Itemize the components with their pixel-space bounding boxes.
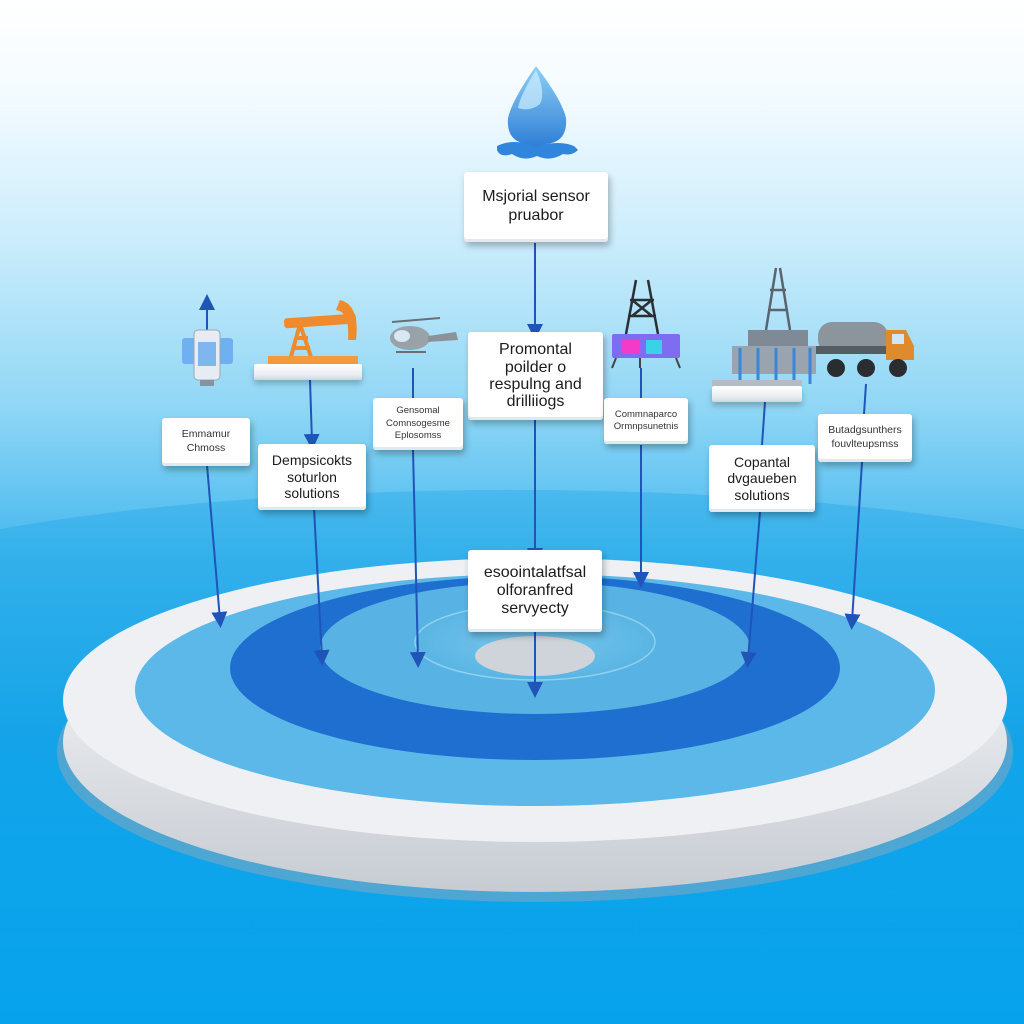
center-box: esoointalatfsal olforanfred servyecty	[468, 550, 602, 632]
left-inner-box: Dempsicokts soturlon solutions	[258, 444, 366, 510]
center-box-line-3: servyecty	[501, 599, 569, 617]
arrow-left-mid	[409, 449, 426, 668]
arrow-pumpjack	[303, 379, 320, 450]
arrow-left-outer	[206, 464, 228, 628]
left-mid-box-line-1: Gensomal	[396, 405, 440, 417]
top-box: Msjorial sensor pruabor	[464, 172, 608, 242]
middle-box-line-4: drilliiogs	[506, 393, 565, 411]
center-box-line-1: esoointalatfsal	[483, 564, 587, 582]
right-inner-box-line-3: solutions	[734, 486, 790, 503]
right-inner-box-line-1: Copantal	[733, 453, 791, 470]
left-inner-box-line-3: solutions	[284, 485, 340, 502]
right-outer-box: Butadgsunthers fouvlteupsmss	[818, 414, 912, 462]
helicopter-icon	[390, 317, 458, 353]
connector-arrows	[199, 243, 867, 698]
right-mid-box-line-2: Ormnpsunetnis	[613, 421, 679, 432]
drilling-derrick-icon	[611, 279, 681, 369]
middle-box-line-1: Promontal	[499, 341, 572, 359]
left-outer-box-line-2: Chmoss	[186, 442, 226, 454]
middle-box: Promontal poilder o respulng and drillii…	[468, 332, 603, 420]
pumpjack-icon	[268, 300, 358, 364]
left-outer-box-line-1: Emmamur	[181, 428, 231, 441]
valve-icon	[182, 329, 233, 386]
left-outer-box: Emmamur Chmoss	[162, 418, 250, 466]
right-outer-box-line-2: fouvlteupsmss	[831, 438, 899, 450]
left-mid-box-line-3: Eplosomss	[394, 430, 442, 442]
right-inner-box: Copantal dvgaueben solutions	[709, 445, 815, 512]
tanker-truck-icon	[816, 322, 914, 377]
left-mid-box-line-2: Comnsogesme	[386, 417, 450, 429]
right-mid-box-line-1: Commnaparco	[614, 408, 678, 420]
offshore-platform-icon	[712, 267, 816, 390]
left-mid-box: Gensomal Comnsogesme Eplosomss	[373, 398, 463, 450]
middle-box-line-3: respulng and	[489, 376, 582, 393]
center-box-line-2: olforanfred	[496, 582, 574, 600]
top-box-line-2: pruabor	[508, 207, 564, 224]
offshore-base-platform	[712, 386, 802, 402]
right-outer-box-line-1: Butadgsunthers	[828, 424, 902, 437]
water-drop-icon	[497, 66, 578, 159]
left-inner-box-line-1: Dempsicokts	[271, 452, 353, 469]
left-inner-box-line-2: soturlon	[287, 468, 337, 485]
pumpjack-base-platform	[254, 364, 362, 380]
top-box-line-1: Msjorial sensor	[482, 188, 590, 206]
arrow-truck	[863, 383, 867, 415]
arrow-offshore	[761, 401, 766, 446]
arrow-left-inner	[313, 507, 330, 666]
right-mid-box: Commnaparco Ormnpsunetnis	[604, 398, 688, 444]
middle-box-line-2: poilder o	[504, 358, 567, 376]
right-inner-box-line-2: dvgaueben	[727, 470, 797, 487]
arrow-right-outer	[844, 461, 863, 630]
arrow-right-inner	[740, 511, 761, 668]
